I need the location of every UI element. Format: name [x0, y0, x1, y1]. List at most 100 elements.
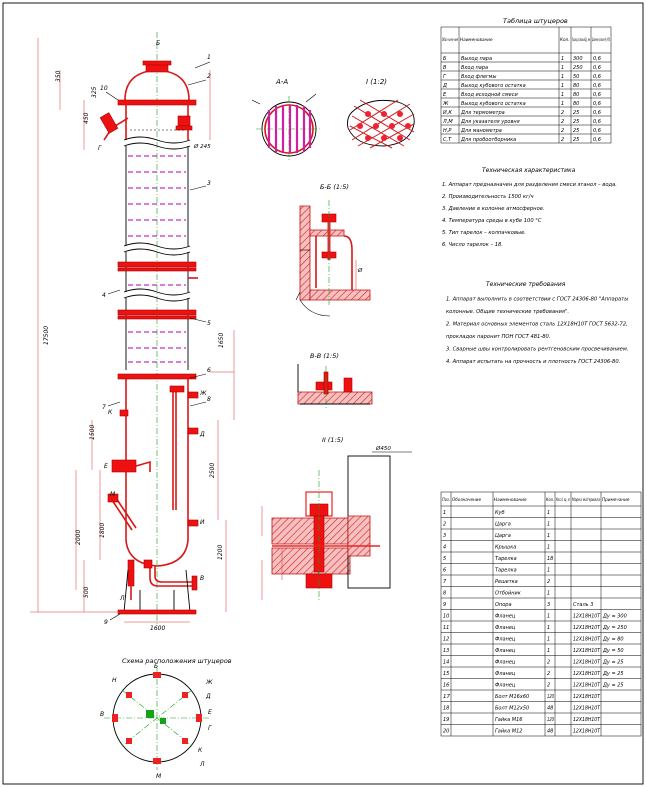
parts-table-cell: 1	[547, 510, 550, 516]
section-vv-title: В-В (1:5)	[310, 352, 339, 360]
nozzle-table-cell: Б	[443, 56, 447, 62]
parts-table-cell: Сталь 3	[573, 602, 593, 608]
parts-table-cell: Крышка	[495, 545, 516, 551]
nozzle-label-i: И	[200, 519, 205, 526]
parts-table-cell: 2	[547, 660, 550, 666]
parts-table-cell: Решетка	[495, 579, 518, 585]
support-base	[117, 609, 197, 615]
tech-req-line: 1. Аппарат выполнить в соответствии с ГО…	[446, 297, 628, 303]
flange-ref: Ø 245	[193, 143, 211, 150]
parts-table-cell: Ду = 25	[602, 660, 624, 666]
parts-table-cell: Фланец	[495, 683, 516, 689]
nozzle-table-header: Проход условный Ду, мм	[572, 37, 590, 42]
dim-diameter: 1600	[150, 625, 165, 632]
parts-table-cell: Болт М16х60	[495, 694, 529, 700]
nozzle-table-cell: Для указателя уровня	[460, 119, 520, 125]
parts-table-cell: 2	[547, 683, 550, 689]
parts-table-cell: Тарелка	[495, 556, 517, 562]
feed-nozzle	[111, 459, 137, 473]
parts-table-cell: 12Х18Н10Т	[573, 729, 601, 735]
nozzle-table-cell: 50	[573, 74, 579, 80]
section-aa-title: А-А	[275, 78, 288, 86]
parts-table-cell: 8	[443, 591, 446, 597]
nozzle-table-cell: 0,6	[593, 137, 601, 143]
nozzle-table-cell: 0,6	[593, 74, 601, 80]
parts-table-header: Марка материала	[572, 497, 600, 502]
section-bb-title: Б-Б (1:5)	[320, 183, 349, 191]
dim-1500: 1500	[89, 425, 96, 440]
parts-table-cell: Фланец	[495, 637, 516, 643]
parts-table-cell: 1	[547, 533, 550, 539]
nozzle-table-cell: Ж	[442, 101, 449, 107]
parts-table-cell: 120	[547, 717, 554, 723]
nozzle-table-cell: 1	[561, 56, 564, 62]
parts-table-cell: Ду = 80	[602, 637, 624, 643]
nozzle-table-cell: 25	[573, 128, 579, 134]
parts-table-cell: 12Х18Н10Т	[573, 660, 601, 666]
dim-2000: 2000	[75, 530, 82, 545]
parts-table-cell: 4	[443, 545, 446, 551]
layout-label-g: Г	[208, 725, 212, 732]
nozzle-table-cell: 80	[573, 92, 579, 98]
parts-table-cell: Ду = 25	[602, 671, 624, 677]
nozzle-table-cell: 2	[561, 137, 564, 143]
tech-spec-line: 3. Давление в колонне атмосферное.	[442, 206, 545, 212]
tech-spec-line: 5. Тип тарелок – колпачковые.	[442, 230, 526, 236]
tech-req-line: прокладок паронит ПОН ГОСТ 481-80.	[446, 334, 550, 340]
dimensions-left	[30, 38, 190, 623]
parts-table-cell: 12Х18Н10Т	[573, 706, 601, 712]
nozzle-table-cell: Вход исходной смеси	[461, 92, 518, 98]
parts-table-cell: 12Х18Н10Т	[573, 648, 601, 654]
nozzle-label-b: Б	[156, 40, 160, 47]
bottom-head	[125, 539, 189, 567]
parts-table-cell: 9	[443, 602, 446, 608]
parts-table-cell: 1	[547, 625, 550, 631]
pos-6: 6	[207, 367, 211, 374]
parts-table-cell: 12Х18Н10Т	[573, 625, 601, 631]
parts-table-cell: 20	[443, 729, 449, 735]
parts-table-cell: 120	[547, 694, 554, 700]
nozzle-table-header: Обоз-наче-ние	[442, 37, 458, 42]
parts-table-cell: 1	[547, 591, 550, 597]
parts-table-cell: 48	[547, 706, 553, 712]
tech-spec-line: 1. Аппарат предназначен для разделения с…	[442, 182, 617, 188]
parts-table-cell: Фланец	[495, 671, 516, 677]
layout-nozzles	[112, 672, 202, 764]
parts-table-cell: Опора	[495, 602, 512, 608]
parts-table-cell: 12Х18Н10Т	[573, 671, 601, 677]
pos-5: 5	[207, 320, 211, 327]
parts-table-cell: 13	[443, 648, 449, 654]
parts-table-cell: 48	[547, 729, 553, 735]
nozzle-table-header: Наименование	[460, 37, 493, 42]
nozzle-table-cell: Выход кубового остатка	[461, 83, 526, 89]
nozzle-label-l: Л	[119, 595, 125, 602]
nozzle-table-cell: 1	[561, 101, 564, 107]
nozzle-table-cell: 0,6	[593, 110, 601, 116]
layout-label-l: Л	[199, 761, 205, 768]
nozzle-table-cell: 0,6	[593, 83, 601, 89]
tech-spec-line: 2. Производительность 1500 кг/ч	[442, 194, 534, 200]
nozzle-table-title: Таблица штуцеров	[503, 17, 568, 25]
nozzle-layout: Схема расположения штуцеров Н Б Ж Д Е Г …	[100, 657, 232, 780]
dim-1200: 1200	[217, 545, 224, 560]
nozzle-table-cell: 2	[561, 110, 564, 116]
tech-req-line: колонные. Общие технические требования".	[446, 309, 569, 315]
tech-req-line: 2. Материал основных элементов сталь 12Х…	[446, 322, 628, 328]
parts-table-cell: Фланец	[495, 625, 516, 631]
parts-table-cell: 3	[443, 533, 446, 539]
parts-table-cell: 5	[443, 556, 446, 562]
nozzle-table-cell: 300	[573, 56, 583, 62]
parts-table-cell: 1	[547, 568, 550, 574]
parts-table-cell: 12Х18Н10Т	[573, 683, 601, 689]
parts-table-cell: 10	[443, 614, 449, 620]
parts-table-cell: 3	[547, 602, 550, 608]
nozzle-table-cell: 0,6	[593, 119, 601, 125]
parts-table-cell: Тарелка	[495, 568, 517, 574]
dim-2500: 2500	[209, 463, 216, 478]
nozzle-table-cell: 0,6	[593, 92, 601, 98]
nozzle-table-cell: Л,М	[442, 119, 453, 125]
parts-table-cell: 6	[443, 568, 446, 574]
nozzle-table-cell: 80	[573, 83, 579, 89]
